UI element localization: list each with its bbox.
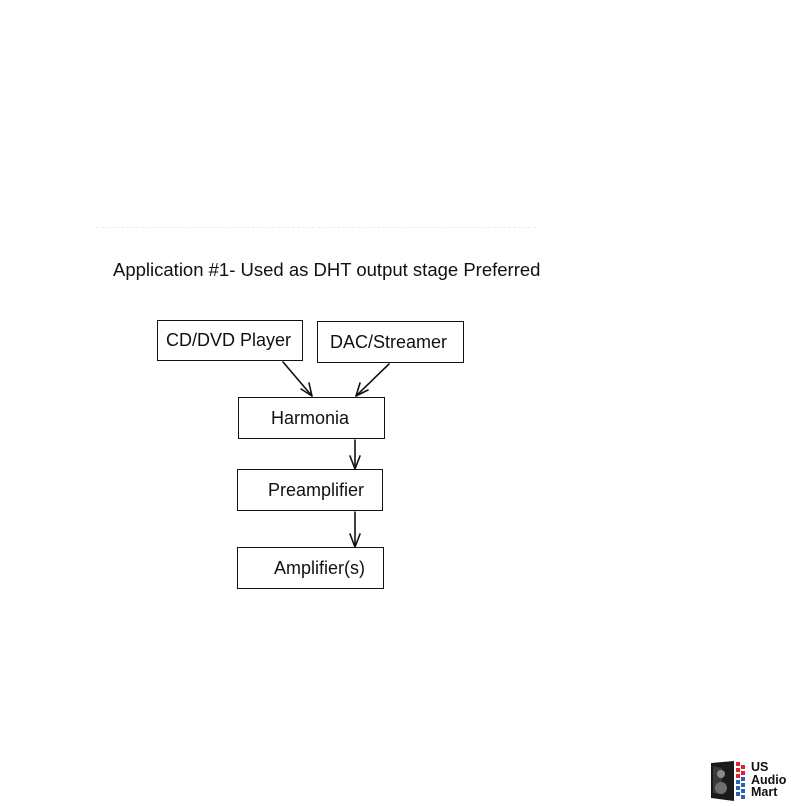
watermark-line-audio: Audio xyxy=(751,772,787,787)
node-harmonia: Harmonia xyxy=(238,397,385,439)
watermark-line-us: US xyxy=(751,760,769,774)
faint-divider xyxy=(96,227,536,228)
node-label: CD/DVD Player xyxy=(166,330,292,350)
edge-dac-to-harmonia xyxy=(355,363,390,397)
us-audio-mart-watermark: US Audio Mart xyxy=(710,760,802,802)
watermark-line-mart: Mart xyxy=(751,785,778,799)
node-amplifiers: Amplifier(s) xyxy=(237,547,384,589)
edge-harmonia-to-preamplifier xyxy=(349,439,361,470)
edge-preamplifier-to-amplifiers xyxy=(349,511,361,548)
watermark-text: US Audio Mart xyxy=(751,761,786,799)
diagram-title: Application #1- Used as DHT output stage… xyxy=(113,259,541,280)
node-dac-streamer: DAC/Streamer xyxy=(317,321,464,363)
node-label: Preamplifier xyxy=(268,479,365,500)
edge-cd-to-harmonia xyxy=(282,361,313,397)
node-label: DAC/Streamer xyxy=(330,331,448,352)
node-preamplifier: Preamplifier xyxy=(237,469,383,511)
speaker-icon xyxy=(711,761,745,801)
node-cd-dvd-player: CD/DVD Player xyxy=(157,320,303,361)
node-label: Amplifier(s) xyxy=(274,557,366,578)
node-label: Harmonia xyxy=(271,407,350,428)
